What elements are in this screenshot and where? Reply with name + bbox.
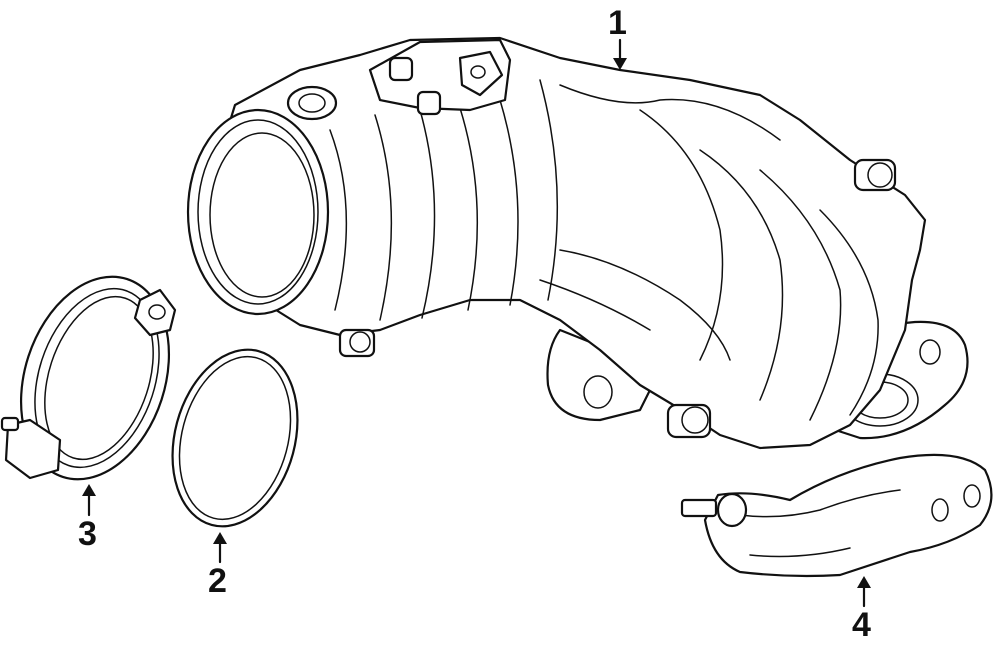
gasket bbox=[171, 348, 299, 528]
callout-4: 4 bbox=[852, 576, 871, 644]
callout-label-3: 3 bbox=[78, 515, 97, 553]
callout-label-2: 2 bbox=[208, 562, 227, 600]
support-bracket bbox=[680, 453, 993, 578]
callout-3: 3 bbox=[78, 484, 97, 553]
exhaust-clamp bbox=[0, 275, 177, 481]
callout-label-4: 4 bbox=[852, 606, 871, 644]
callout-label-1: 1 bbox=[608, 4, 627, 42]
callout-2: 2 bbox=[208, 532, 227, 600]
catalytic-converter bbox=[186, 36, 969, 450]
callout-1: 1 bbox=[608, 4, 627, 70]
